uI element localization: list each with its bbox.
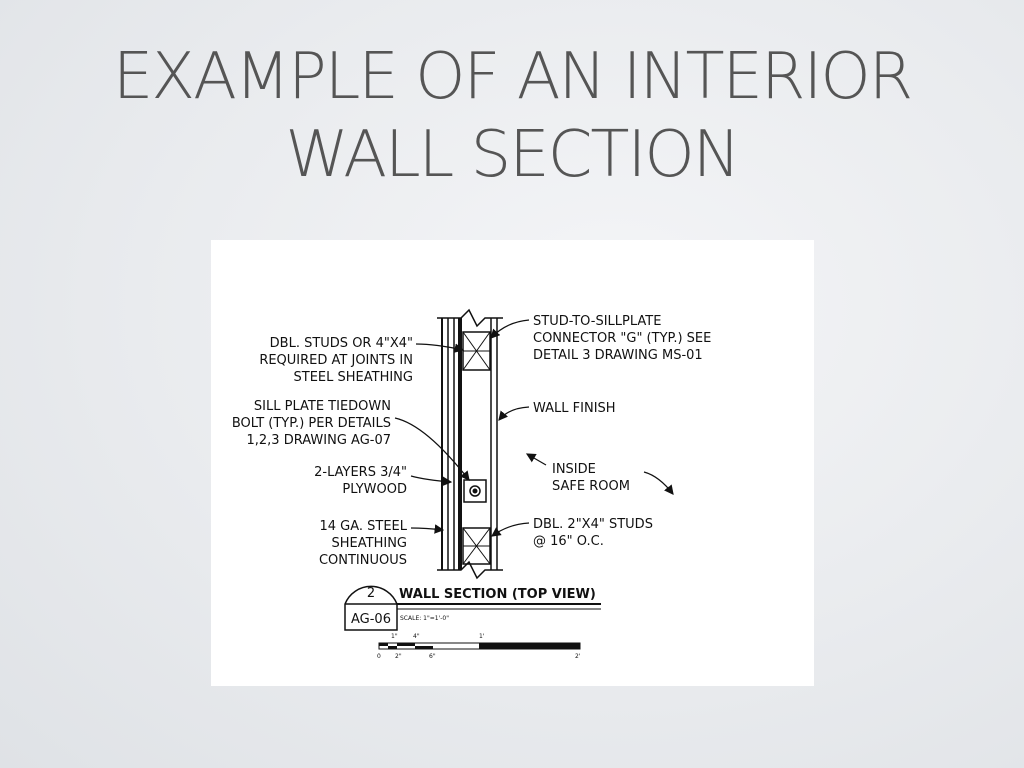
detail-number: 2 (367, 586, 375, 601)
label-connector-3: DETAIL 3 DRAWING MS-01 (533, 348, 703, 363)
label-steel-1: 14 GA. STEEL (319, 519, 407, 534)
label-connector-2: CONNECTOR "G" (TYP.) SEE (533, 331, 711, 346)
right-callouts: STUD-TO-SILLPLATE CONNECTOR "G" (TYP.) S… (533, 314, 711, 549)
label-wall-finish: WALL FINISH (533, 401, 616, 416)
detail-title: WALL SECTION (TOP VIEW) (399, 587, 596, 602)
label-sill-2: BOLT (TYP.) PER DETAILS (232, 416, 391, 431)
left-callouts: DBL. STUDS OR 4"X4" REQUIRED AT JOINTS I… (232, 336, 413, 568)
scale-label-bottom-1: 0 (377, 653, 381, 660)
scale-label-top-2: 4" (413, 633, 420, 640)
label-plywood-1: 2-LAYERS 3/4" (314, 465, 407, 480)
label-inside-2: SAFE ROOM (552, 479, 630, 494)
label-dbl-studs-1: DBL. STUDS OR 4"X4" (270, 336, 413, 351)
label-studs-1: DBL. 2"X4" STUDS (533, 517, 653, 532)
scale-label-top-3: 1' (479, 633, 485, 640)
label-sill-1: SILL PLATE TIEDOWN (254, 399, 391, 414)
label-steel-3: CONTINUOUS (319, 553, 407, 568)
label-sill-3: 1,2,3 DRAWING AG-07 (247, 433, 392, 448)
label-plywood-2: PLYWOOD (342, 482, 407, 497)
label-inside-1: INSIDE (552, 462, 596, 477)
slide-title-line-2: WALL SECTION (285, 118, 740, 192)
scale-label-bottom-4: 2' (575, 653, 581, 660)
detail-sheet: AG-06 (351, 612, 391, 627)
detail-scale: SCALE: 1"=1'-0" (400, 615, 449, 622)
label-dbl-studs-3: STEEL SHEATHING (294, 370, 413, 385)
scale-label-bottom-2: 2" (395, 653, 402, 660)
slide-title-line-1: EXAMPLE OF AN INTERIOR (112, 40, 913, 114)
label-steel-2: SHEATHING (332, 536, 407, 551)
label-connector-1: STUD-TO-SILLPLATE (533, 314, 661, 329)
detail-title-block: 2 AG-06 WALL SECTION (TOP VIEW) SCALE: 1… (344, 585, 601, 631)
wall-section-svg: DBL. STUDS OR 4"X4" REQUIRED AT JOINTS I… (232, 308, 711, 660)
scale-label-top-1: 1" (391, 633, 398, 640)
scale-bar: 1" 4" 1' 0 2" 6" 2' (377, 633, 581, 660)
left-leaders (394, 343, 470, 534)
wall-section-drawing: DBL. STUDS OR 4"X4" REQUIRED AT JOINTS I… (211, 240, 814, 686)
label-dbl-studs-2: REQUIRED AT JOINTS IN (259, 353, 413, 368)
slide-title: EXAMPLE OF AN INTERIOR WALL SECTION (0, 38, 1024, 194)
label-studs-2: @ 16" O.C. (533, 534, 604, 549)
wall-section-body (437, 308, 503, 580)
right-leaders (490, 319, 674, 537)
scale-label-bottom-3: 6" (429, 653, 436, 660)
